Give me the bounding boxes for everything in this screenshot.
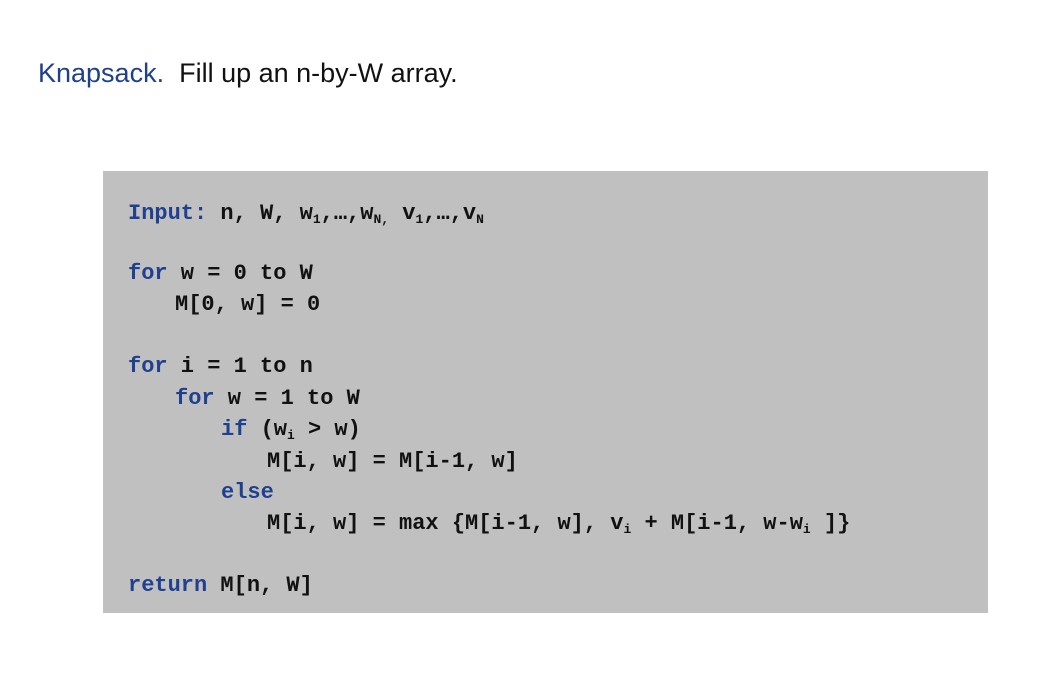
assign-statement-mid: + M[i-1, w-w — [631, 511, 803, 536]
subscript: N, — [373, 212, 390, 227]
keyword-for: for — [175, 386, 215, 411]
input-params: n, W, w — [207, 201, 313, 226]
keyword-else: else — [221, 480, 274, 505]
code-line-return: return M[n, W] — [128, 573, 313, 599]
separator: ,…, — [423, 201, 463, 226]
subscript: N — [476, 212, 484, 227]
init-statement: M[0, w] = 0 — [175, 292, 321, 317]
value-last: v — [462, 201, 477, 226]
value-first: v — [389, 201, 416, 226]
for-clause: w = 0 to W — [167, 261, 313, 286]
return-value: M[n, W] — [207, 573, 313, 598]
weight-last: w — [360, 201, 374, 226]
code-line-for-w: for w = 1 to W — [175, 386, 360, 412]
subscript: i — [287, 428, 295, 443]
keyword-return: return — [128, 573, 208, 598]
keyword-input: Input: — [128, 201, 208, 226]
keyword-if: if — [221, 417, 248, 442]
code-line-else: else — [221, 480, 274, 506]
code-line-assign-2: M[i, w] = max {M[i-1, w], vi + M[i-1, w-… — [267, 511, 850, 537]
for-clause: w = 1 to W — [214, 386, 360, 411]
code-line-for-w-init: for w = 0 to W — [128, 261, 313, 287]
subscript: i — [623, 522, 632, 537]
subscript: 1 — [415, 212, 424, 227]
separator: ,…, — [320, 201, 361, 226]
pseudocode-box: Input: n, W, w1,…,wN, v1,…,vN for w = 0 … — [103, 171, 988, 613]
keyword-for: for — [128, 354, 168, 379]
if-condition: (w — [247, 417, 288, 442]
heading-text: Fill up an n-by-W array. — [179, 58, 458, 88]
subscript: 1 — [312, 212, 321, 227]
slide-heading: Knapsack. Fill up an n-by-W array. — [38, 58, 458, 89]
code-line-for-i: for i = 1 to n — [128, 354, 313, 380]
for-clause: i = 1 to n — [167, 354, 313, 379]
assign-statement: M[i, w] = M[i-1, w] — [267, 449, 518, 474]
assign-statement-end: ]} — [810, 511, 851, 536]
if-condition-rest: > w) — [294, 417, 361, 442]
code-line-assign-1: M[i, w] = M[i-1, w] — [267, 449, 518, 475]
code-line-init: M[0, w] = 0 — [175, 292, 320, 318]
keyword-for: for — [128, 261, 168, 286]
subscript: i — [802, 522, 811, 537]
heading-topic: Knapsack. — [38, 58, 165, 88]
code-line-input: Input: n, W, w1,…,wN, v1,…,vN — [128, 201, 484, 227]
code-line-if: if (wi > w) — [221, 417, 361, 443]
assign-statement: M[i, w] = max {M[i-1, w], v — [267, 511, 624, 536]
